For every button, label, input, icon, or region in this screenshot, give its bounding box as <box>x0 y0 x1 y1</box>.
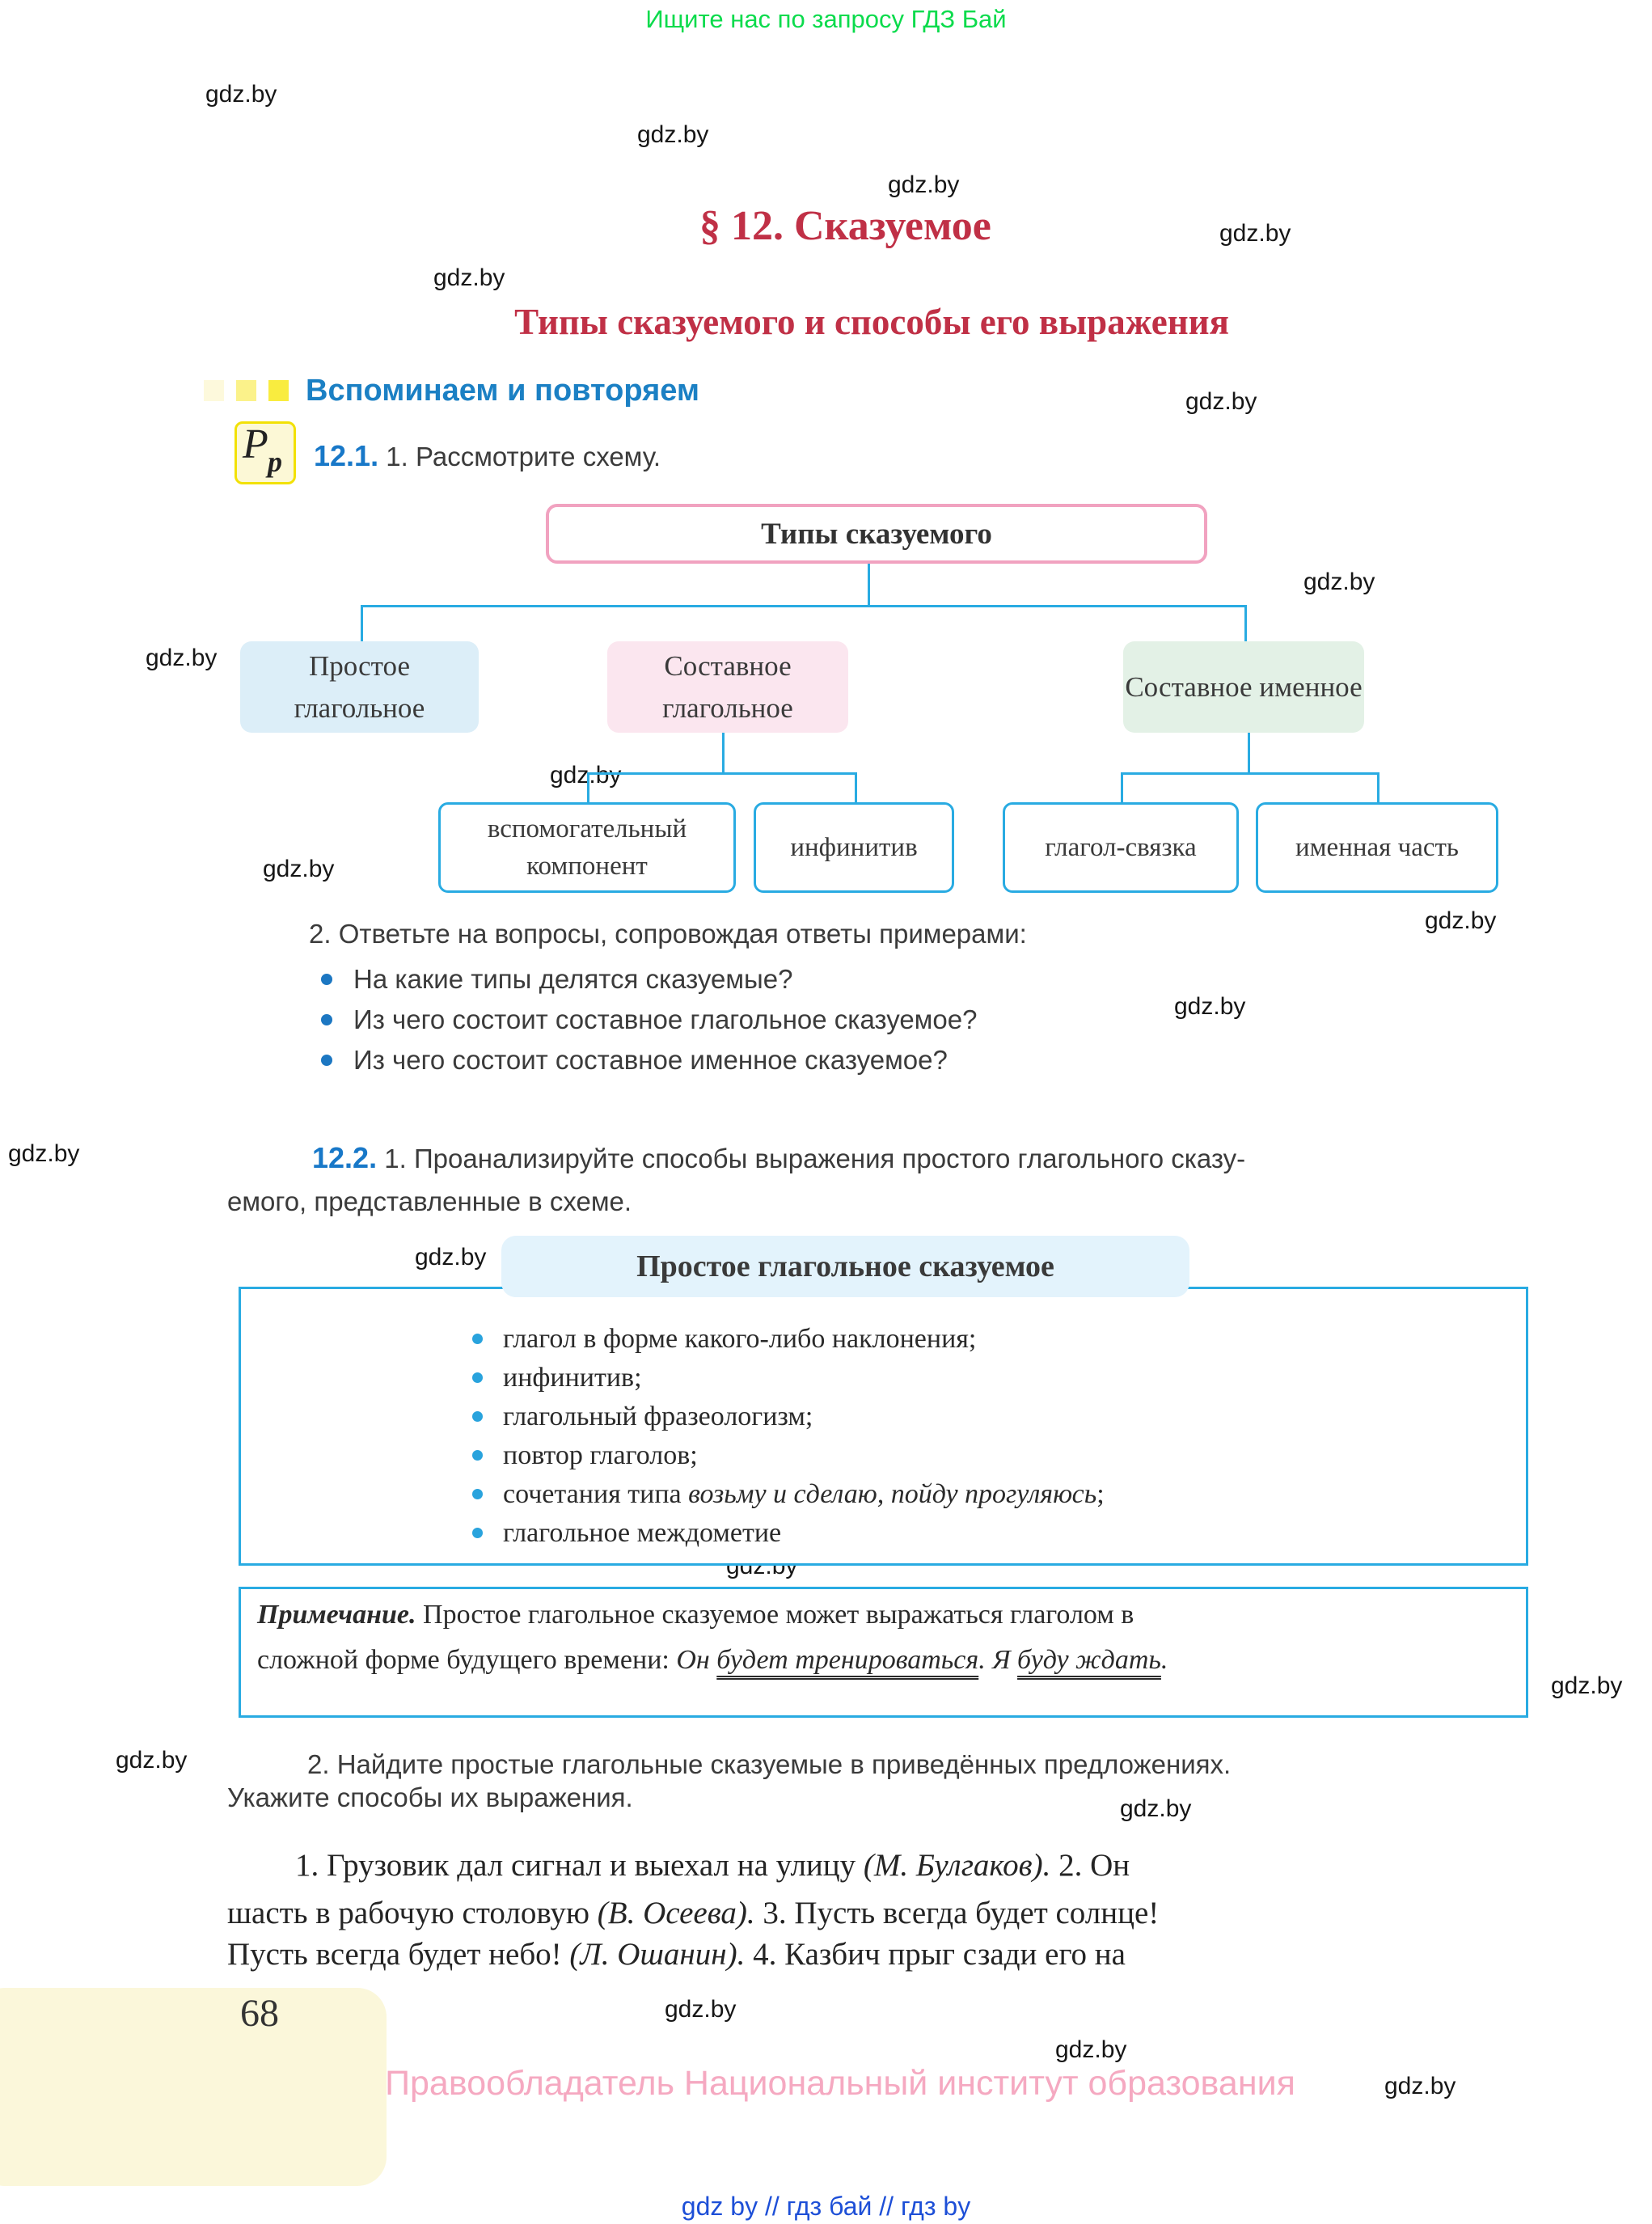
expression-item: повтор глаголов; <box>472 1436 1105 1475</box>
yellow-square-2 <box>236 380 256 401</box>
sentence-line-1: 1. Грузовик дал сигнал и выехал на улицу… <box>295 1848 1130 1883</box>
connector-line <box>855 772 857 805</box>
speech-development-icon: Р р <box>234 421 296 484</box>
type-box-compound-verbal: Составное глагольное <box>607 641 848 733</box>
predicate-underlined: буду ждать <box>1017 1645 1161 1675</box>
gdz-watermark: gdz.by <box>1425 907 1497 934</box>
connector-line <box>361 605 1247 607</box>
expression-item: глагол в форме какого-либо наклонения; <box>472 1320 1105 1359</box>
gdz-watermark: gdz.by <box>1120 1795 1192 1822</box>
copyright-text: Правообладатель Национальный институт об… <box>385 2064 1295 2103</box>
connector-line <box>1244 605 1247 643</box>
question-item: Из чего состоит составное именное сказуе… <box>321 1040 977 1080</box>
exercise-number: 12.1. <box>314 439 379 472</box>
expression-item: сочетания типа возьму и сделаю, пойду пр… <box>472 1475 1105 1514</box>
note-box <box>239 1587 1528 1718</box>
paragraph-title: § 12. Сказуемое <box>699 203 991 249</box>
footer-links[interactable]: gdz by // гдз бай // гдз by <box>681 2192 971 2221</box>
expression-item: глагольный фразеологизм; <box>472 1397 1105 1436</box>
exercise-task-line2: емого, представленные в схеме. <box>227 1186 632 1216</box>
connector-line <box>1377 772 1379 805</box>
connector-line <box>722 733 725 774</box>
gdz-watermark: gdz.by <box>637 121 709 148</box>
gdz-watermark: gdz.by <box>116 1747 188 1774</box>
gdz-watermark: gdz.by <box>665 1996 737 2023</box>
gdz-watermark: gdz.by <box>8 1140 80 1167</box>
connector-line <box>587 772 589 805</box>
predicate-underlined: будет тренироваться <box>716 1645 979 1675</box>
author-italic: (Л. Ошанин). <box>569 1937 746 1972</box>
gdz-watermark: gdz.by <box>1551 1672 1623 1699</box>
icon-letter-sub: р <box>268 446 282 478</box>
exercise-12-2: 12.2. 1. Проанализируйте способы выражен… <box>312 1141 1245 1175</box>
task-2-line2: Укажите способы их выражения. <box>227 1782 633 1812</box>
gdz-watermark: gdz.by <box>1185 388 1257 415</box>
connector-line <box>361 605 363 643</box>
connector-line <box>1121 772 1379 775</box>
icon-letter-main: Р <box>243 421 268 467</box>
top-banner: Ищите нас по запросу ГДЗ Бай <box>645 5 1007 33</box>
example-italic: возьму и сделаю, пойду прогуляюсь <box>688 1479 1097 1509</box>
sentence-line-2: шасть в рабочую столовую (В. Осеева). 3.… <box>227 1896 1160 1930</box>
gdz-watermark: gdz.by <box>146 645 218 671</box>
expression-item: инфинитив; <box>472 1359 1105 1397</box>
gdz-watermark: gdz.by <box>1174 993 1246 1020</box>
exercise-12-1: 12.1. 1. Рассмотрите схему. <box>314 439 661 473</box>
exercise-task-line1: 1. Проанализируйте способы выражения про… <box>384 1144 1246 1173</box>
connector-line <box>1121 772 1123 805</box>
note-line-2: сложной форме будущего времени: Он будет… <box>257 1645 1168 1675</box>
exercise-task: 1. Рассмотрите схему. <box>386 442 661 471</box>
connector-line <box>1248 733 1250 774</box>
gdz-watermark: gdz.by <box>888 171 960 198</box>
gdz-watermark: gdz.by <box>550 762 622 789</box>
scheme-header-box: Простое глагольное сказуемое <box>501 1236 1189 1297</box>
page-number: 68 <box>240 1992 279 2035</box>
component-box-auxiliary: вспомогательный компонент <box>438 802 736 893</box>
gdz-watermark: gdz.by <box>1384 2073 1456 2099</box>
gdz-watermark: gdz.by <box>415 1244 487 1271</box>
task-2-line1: 2. Найдите простые глагольные сказуемые … <box>307 1749 1232 1779</box>
task-2-heading: 2. Ответьте на вопросы, сопровождая отве… <box>309 919 1027 949</box>
expression-list: глагол в форме какого-либо наклонения; и… <box>472 1320 1105 1553</box>
gdz-watermark: gdz.by <box>263 856 335 882</box>
sentence-line-3: Пусть всегда будет небо! (Л. Ошанин). 4.… <box>227 1937 1126 1972</box>
lesson-title: Типы сказуемого и способы его выражения <box>514 302 1229 342</box>
question-list: На какие типы делятся сказуемые?Из чего … <box>321 959 977 1080</box>
expression-item: глагольное междометие <box>472 1514 1105 1553</box>
gdz-watermark: gdz.by <box>1303 569 1375 595</box>
component-box-nominal-part: именная часть <box>1256 802 1498 893</box>
page-number-box <box>0 1988 387 2186</box>
note-label: Примечание. <box>257 1600 416 1630</box>
author-italic: (М. Булгаков). <box>863 1848 1051 1883</box>
author-italic: (В. Осеева). <box>597 1896 755 1930</box>
question-item: Из чего состоит составное глагольное ска… <box>321 1000 977 1040</box>
connector-line <box>587 772 857 775</box>
gdz-watermark: gdz.by <box>1219 220 1291 247</box>
note-line-1: Примечание. Простое глагольное сказуемое… <box>257 1600 1134 1630</box>
exercise-number: 12.2. <box>312 1141 378 1174</box>
yellow-square-3 <box>268 380 289 401</box>
question-item: На какие типы делятся сказуемые? <box>321 959 977 1000</box>
type-box-compound-nominal: Составное именное <box>1123 641 1364 733</box>
scheme-root-box: Типы сказуемого <box>546 504 1207 564</box>
gdz-watermark: gdz.by <box>1055 2036 1127 2063</box>
gdz-watermark: gdz.by <box>433 264 505 291</box>
yellow-square-1 <box>204 380 224 401</box>
component-box-infinitive: инфинитив <box>754 802 954 893</box>
gdz-watermark: gdz.by <box>205 81 277 108</box>
expression-box <box>239 1287 1528 1566</box>
type-box-simple-verbal: Простое глагольное <box>240 641 479 733</box>
section-heading: Вспоминаем и повторяем <box>306 374 699 408</box>
connector-line <box>868 564 870 607</box>
component-box-linking-verb: глагол-связка <box>1003 802 1239 893</box>
